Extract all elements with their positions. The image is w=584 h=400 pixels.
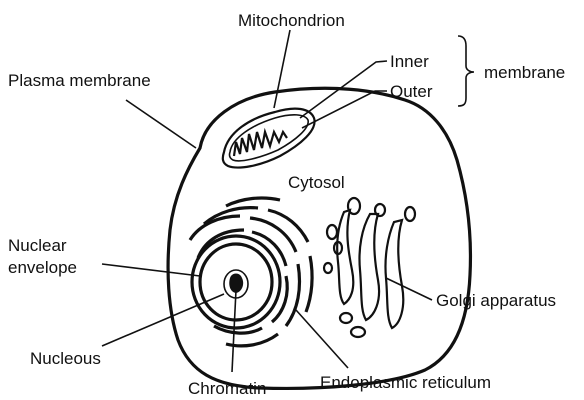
golgi-cisterna: [359, 214, 379, 320]
golgi-vesicle: [327, 225, 337, 239]
label-envelope: envelope: [8, 258, 77, 277]
label-cytosol: Cytosol: [288, 173, 345, 192]
mitochondrion-cristae: [234, 132, 287, 156]
er-arc: [252, 232, 286, 266]
label-inner: Inner: [390, 52, 429, 71]
golgi-vesicle: [375, 204, 385, 216]
nucleous-leader: [102, 294, 224, 346]
plasma-membrane-leader: [126, 100, 196, 148]
golgi-vesicle: [405, 207, 415, 221]
label-chromatin: Chromatin: [188, 379, 266, 398]
label-golgi: Golgi apparatus: [436, 291, 556, 310]
golgi-apparatus: [324, 198, 415, 337]
er-arc: [306, 256, 312, 312]
golgi-leader: [386, 278, 432, 300]
golgi-cisterna: [337, 210, 353, 304]
label-nuclear: Nuclear: [8, 236, 67, 255]
mitochondrion-leader: [274, 30, 290, 108]
nuclear-envelope-leader: [102, 264, 200, 276]
label-membrane: membrane: [484, 63, 565, 82]
membrane-brace: [458, 36, 474, 106]
label-nucleous: Nucleous: [30, 349, 101, 368]
label-outer: Outer: [390, 82, 433, 101]
golgi-vesicle: [340, 313, 352, 323]
er-arc: [226, 198, 280, 206]
golgi-cisterna: [385, 220, 403, 328]
label-plasma-membrane: Plasma membrane: [8, 71, 151, 90]
label-mitochondrion: Mitochondrion: [238, 11, 345, 30]
golgi-vesicle: [324, 263, 332, 273]
label-er: Endoplasmic reticulum: [320, 373, 491, 392]
golgi-vesicle: [351, 327, 365, 337]
golgi-vesicle: [348, 198, 360, 214]
